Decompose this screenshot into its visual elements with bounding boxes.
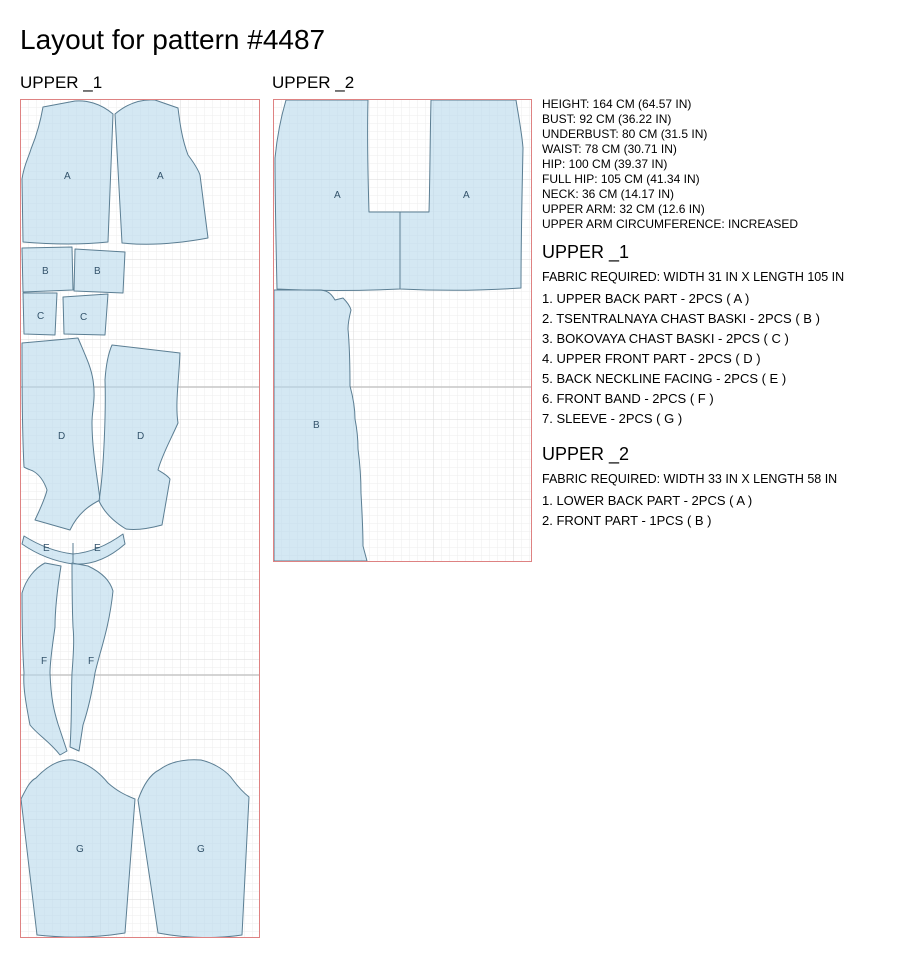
- piece-label: E: [94, 543, 101, 554]
- piece-upper-front-left: [21, 337, 101, 531]
- section2-heading: UPPER _2: [542, 444, 630, 464]
- info-column: HEIGHT: 164 CM (64.57 IN) BUST: 92 CM (3…: [542, 97, 914, 531]
- section1-piece-list: 1. UPPER BACK PART - 2PCS ( A ) 2. TSENT…: [542, 289, 914, 429]
- piece-label: F: [41, 656, 47, 667]
- piece-sleeve-right: [137, 759, 250, 938]
- piece-upper-front-right: [98, 344, 181, 530]
- panel2-title: UPPER _2: [272, 73, 355, 92]
- panel2-piece-labels: A A B: [313, 190, 470, 431]
- piece-label: A: [463, 190, 470, 201]
- piece-list-item: 6. FRONT BAND - 2PCS ( F ): [542, 391, 714, 406]
- panel1-border: [20, 99, 260, 938]
- piece-chest-baski-c-right: [62, 293, 109, 336]
- section2-fabric-required: FABRIC REQUIRED: WIDTH 33 IN X LENGTH 58…: [542, 472, 838, 486]
- panel1-layout-diagram: A A B B C C D D E E F F G G: [20, 99, 260, 938]
- piece-front-band-right: [69, 562, 114, 752]
- piece-lower-back-right: [399, 99, 524, 291]
- piece-back-neckline-facing-right: [72, 533, 126, 565]
- measurement-line: HIP: 100 CM (39.37 IN): [542, 157, 668, 171]
- piece-list-item: 7. SLEEVE - 2PCS ( G ): [542, 411, 683, 426]
- piece-sleeve-left: [20, 759, 136, 938]
- page-title: Layout for pattern #4487: [20, 24, 326, 55]
- piece-label: A: [334, 190, 341, 201]
- measurement-line: UPPER ARM: 32 CM (12.6 IN): [542, 202, 705, 216]
- piece-label: F: [88, 656, 94, 667]
- measurement-line: BUST: 92 CM (36.22 IN): [542, 112, 672, 126]
- measurement-line: FULL HIP: 105 CM (41.34 IN): [542, 172, 700, 186]
- piece-chest-baski-b-right: [73, 248, 126, 294]
- piece-label: C: [80, 312, 87, 323]
- section1-heading: UPPER _1: [542, 242, 630, 262]
- panel1-title: UPPER _1: [20, 73, 103, 92]
- piece-list-item: 2. FRONT PART - 1PCS ( B ): [542, 513, 712, 528]
- panel2-layout-diagram: A A B: [273, 99, 532, 562]
- section1-fabric-required: FABRIC REQUIRED: WIDTH 31 IN X LENGTH 10…: [542, 270, 845, 284]
- panel1-pieces: [20, 99, 250, 938]
- piece-label: D: [137, 431, 144, 442]
- piece-chest-baski-b-left: [21, 246, 74, 293]
- panel1-piece-labels: A A B B C C D D E E F F G G: [37, 171, 205, 855]
- piece-label: D: [58, 431, 65, 442]
- piece-upper-back-right: [114, 99, 209, 245]
- measurement-line: WAIST: 78 CM (30.71 IN): [542, 142, 677, 156]
- piece-list-item: 1. UPPER BACK PART - 2PCS ( A ): [542, 291, 750, 306]
- piece-label: B: [94, 266, 101, 277]
- section2-piece-list: 1. LOWER BACK PART - 2PCS ( A ) 2. FRONT…: [542, 491, 914, 531]
- piece-list-item: 5. BACK NECKLINE FACING - 2PCS ( E ): [542, 371, 787, 386]
- piece-list-item: 3. BOKOVAYA CHAST BASKI - 2PCS ( C ): [542, 331, 789, 346]
- piece-label: A: [64, 171, 71, 182]
- measurement-line: HEIGHT: 164 CM (64.57 IN): [542, 97, 692, 111]
- panel2-border: [273, 99, 532, 562]
- piece-label: G: [197, 844, 205, 855]
- piece-list-item: 1. LOWER BACK PART - 2PCS ( A ): [542, 493, 753, 508]
- measurement-line: UNDERBUST: 80 CM (31.5 IN): [542, 127, 708, 141]
- piece-list-item: 4. UPPER FRONT PART - 2PCS ( D ): [542, 351, 761, 366]
- piece-chest-baski-c-left: [22, 292, 58, 336]
- piece-front-band-left: [21, 562, 68, 756]
- measurement-line: NECK: 36 CM (14.17 IN): [542, 187, 675, 201]
- piece-front-part: [273, 289, 368, 562]
- measurements-list: HEIGHT: 164 CM (64.57 IN) BUST: 92 CM (3…: [542, 97, 914, 232]
- piece-label: A: [157, 171, 164, 182]
- measurement-line: UPPER ARM CIRCUMFERENCE: INCREASED: [542, 217, 799, 231]
- piece-label: E: [43, 543, 50, 554]
- piece-upper-back-left: [21, 100, 114, 245]
- piece-label: C: [37, 311, 44, 322]
- piece-label: B: [313, 420, 320, 431]
- piece-list-item: 2. TSENTRALNAYA CHAST BASKI - 2PCS ( B ): [542, 311, 820, 326]
- panel2-pieces: [273, 99, 524, 562]
- piece-label: G: [76, 844, 84, 855]
- piece-label: B: [42, 266, 49, 277]
